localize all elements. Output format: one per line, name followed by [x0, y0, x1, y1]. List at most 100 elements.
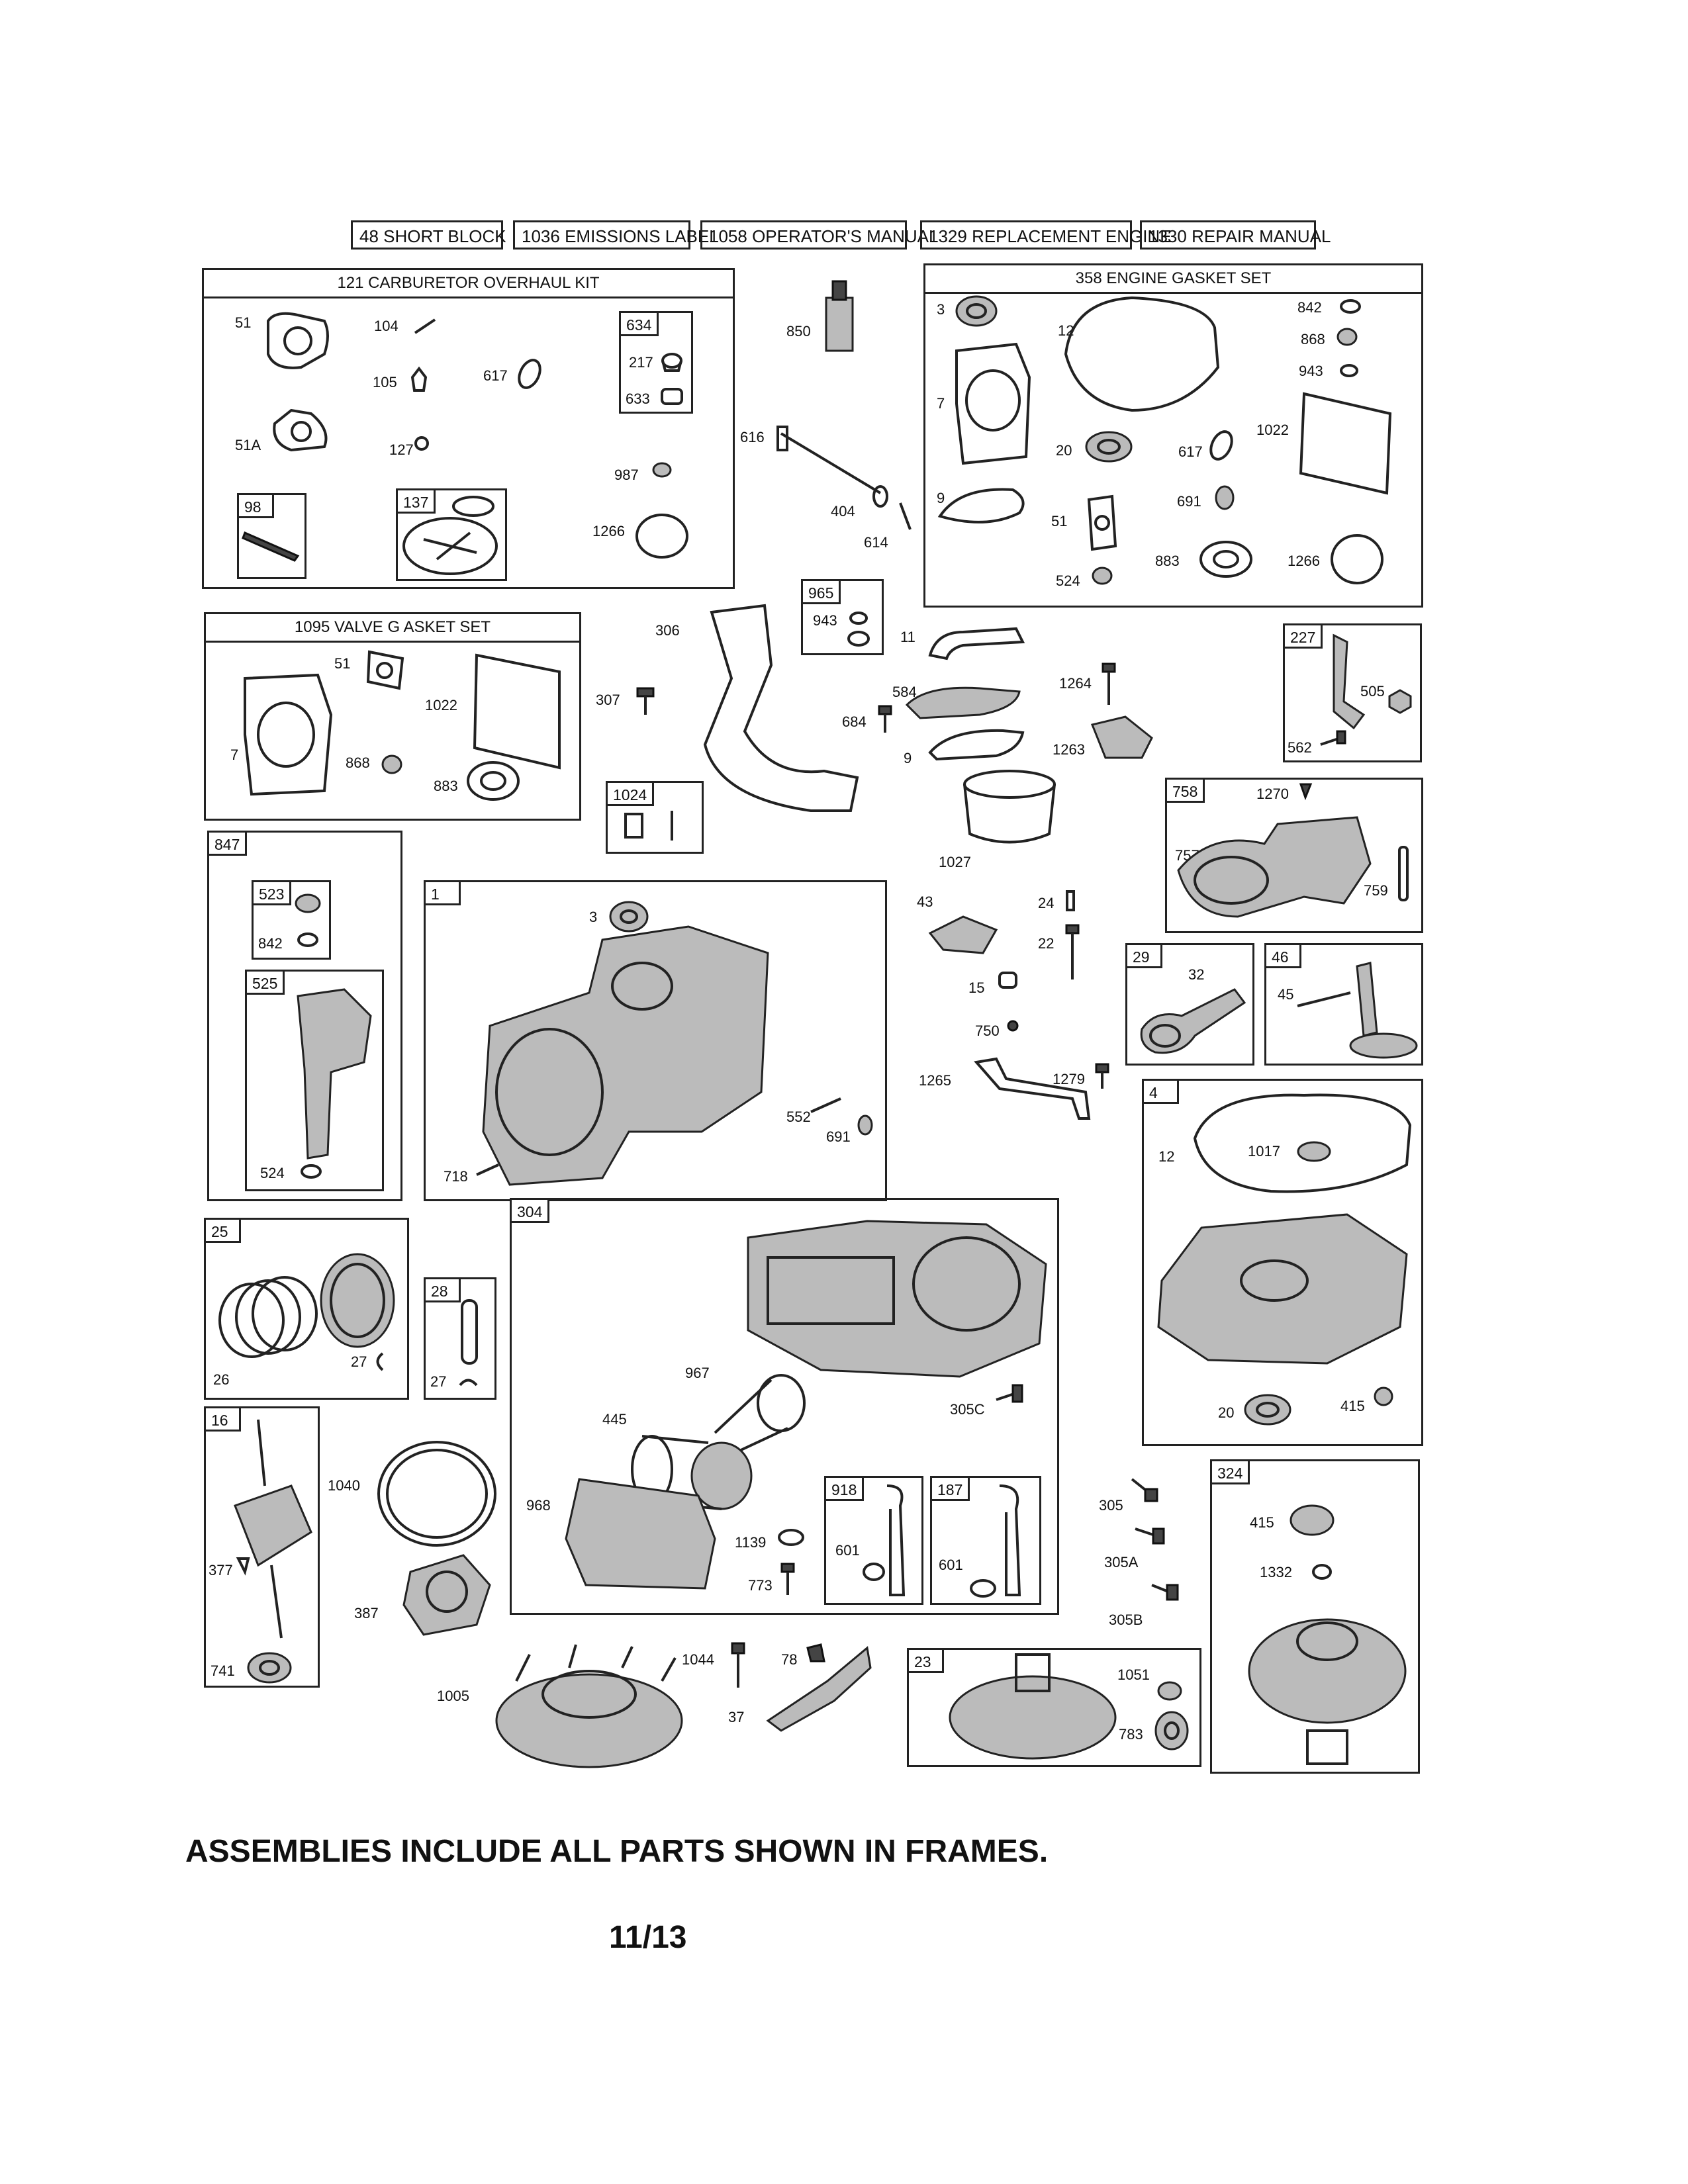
gasket-9b-icon [928, 729, 1025, 761]
sump-cover-4-icon [1157, 1213, 1408, 1365]
seal-691-icon [1215, 485, 1235, 510]
frame-847 [207, 831, 402, 1201]
crankshaft-16-icon [234, 1419, 312, 1639]
label-617b: 617 [1178, 443, 1203, 460]
frame-1 [424, 880, 887, 1201]
label-1040: 1040 [328, 1477, 360, 1494]
gear-741-icon [247, 1652, 292, 1684]
label-305B: 305B [1109, 1612, 1143, 1628]
label-3: 3 [937, 301, 945, 318]
label-305C: 305C [950, 1401, 985, 1418]
label-968: 968 [526, 1497, 551, 1514]
frame-title-gasket-set: 358 ENGINE GASKET SET [925, 265, 1421, 294]
frame-1024 [606, 781, 704, 854]
head-gasket-7-icon [955, 342, 1031, 465]
label-404: 404 [831, 503, 855, 520]
screw-307-icon [636, 687, 655, 715]
label-524: 524 [1056, 572, 1080, 589]
frame-title-valve-gasket: 1095 VALVE G ASKET SET [206, 614, 579, 643]
label-12b: 12 [1158, 1148, 1175, 1165]
oring-617b-icon [1209, 430, 1233, 461]
label-883: 883 [1155, 553, 1180, 569]
frame-758 [1165, 778, 1423, 933]
bushing-15-icon [998, 972, 1017, 989]
dipstick-cap-523-icon [295, 893, 321, 947]
frame-16 [204, 1406, 320, 1688]
dipstick-tube-525-icon [297, 988, 372, 1160]
bracket-1265-icon [974, 1057, 1091, 1120]
air-guide-306-icon [703, 604, 859, 812]
label-78: 78 [781, 1651, 798, 1668]
washer-1139-icon [778, 1529, 804, 1546]
washer-1332-icon [1312, 1564, 1332, 1580]
pin-552-icon [810, 1097, 841, 1113]
seal-691b-icon [857, 1115, 873, 1136]
oil-filter-1027-icon [963, 770, 1056, 844]
screw-305-icon [1131, 1478, 1158, 1502]
screw-305C-icon [996, 1384, 1023, 1403]
label-305A: 305A [1104, 1554, 1139, 1570]
screw-684-icon [878, 705, 892, 733]
sump-gasket-12b-icon [1193, 1093, 1412, 1193]
label-1264: 1264 [1059, 675, 1092, 692]
gasket-51A-icon [273, 408, 328, 452]
bolt-1264-icon [1102, 662, 1116, 705]
frame-carburetor-overhaul-kit: 121 CARBURETOR OVERHAUL KIT [202, 268, 735, 589]
pin-614-icon [899, 502, 912, 530]
header-item-replacement-engine: 1329 REPLACEMENT ENGINE [920, 220, 1172, 250]
tag-29: 29 [1125, 943, 1162, 968]
pin-104-icon [414, 318, 436, 334]
shaft-616-icon [776, 426, 882, 494]
piston-rings-26-icon [218, 1276, 318, 1358]
frame-227 [1283, 623, 1422, 762]
label-1265: 1265 [919, 1072, 951, 1089]
frame-98 [237, 493, 306, 579]
label-633: 633 [626, 390, 650, 407]
cover-584-icon [905, 686, 1021, 719]
flywheel-1005-icon [495, 1644, 683, 1768]
label-9b: 9 [904, 750, 912, 766]
label-7b: 7 [230, 747, 239, 763]
label-32: 32 [1188, 966, 1205, 983]
clip-27b-icon [459, 1379, 478, 1387]
seal-20-icon [1085, 431, 1133, 463]
gasket-51c-icon [366, 650, 404, 690]
seal-868-icon [1336, 328, 1358, 346]
sump-gasket-12-icon [1064, 296, 1220, 412]
gear-783-icon [1154, 1711, 1189, 1751]
nut-750-icon [1007, 1020, 1019, 1032]
label-7: 7 [937, 395, 945, 412]
piston-25-icon [320, 1253, 395, 1348]
label-783: 783 [1119, 1726, 1143, 1743]
screw-305A-icon [1135, 1527, 1165, 1545]
frame-137 [396, 488, 507, 581]
pin-759-icon [1398, 846, 1409, 901]
flywheel-23-icon [949, 1653, 1117, 1760]
cap-415-icon [1289, 1504, 1335, 1536]
header-item-emissions-label: 1036 EMISSIONS LABEL [513, 220, 719, 250]
tag-965: 965 [801, 579, 841, 604]
label-1266: 1266 [592, 523, 625, 539]
label-20: 20 [1056, 442, 1072, 459]
label-387: 387 [354, 1605, 379, 1621]
label-45: 45 [1278, 986, 1294, 1003]
label-617: 617 [483, 367, 508, 384]
label-415b: 415 [1250, 1514, 1274, 1531]
seal-1017-icon [1297, 1141, 1331, 1162]
frame-304 [510, 1198, 1059, 1615]
label-943: 943 [1299, 363, 1323, 379]
label-51: 51 [235, 314, 252, 331]
label-1017: 1017 [1248, 1143, 1280, 1160]
label-750: 750 [975, 1023, 1000, 1039]
label-616: 616 [740, 429, 765, 445]
assemblies-note: ASSEMBLIES INCLUDE ALL PARTS SHOWN IN FR… [185, 1834, 1049, 1869]
label-505: 505 [1360, 683, 1385, 700]
camshaft-46-icon [1297, 962, 1418, 1059]
label-1139: 1139 [735, 1534, 767, 1551]
frame-4 [1142, 1079, 1423, 1446]
label-27b: 27 [430, 1373, 447, 1390]
seal-3-icon [955, 295, 998, 327]
label-691: 691 [1177, 493, 1201, 510]
seat-633-icon [661, 388, 683, 405]
label-1051: 1051 [1117, 1666, 1150, 1683]
